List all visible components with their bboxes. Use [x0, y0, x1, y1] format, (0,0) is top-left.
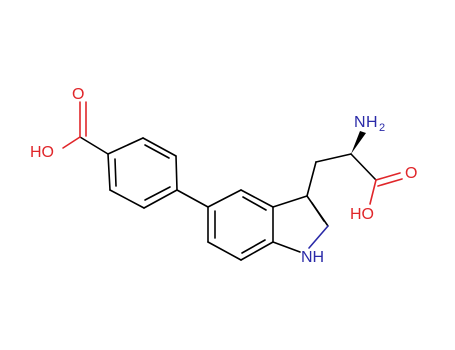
amino-acid-side-chain: [306, 131, 403, 205]
indole-pyrrole-ring: [272, 195, 329, 253]
indole-benzene-ring: [207, 189, 274, 261]
left-carboxyl: [62, 101, 109, 155]
benzoic-ring: [107, 137, 178, 209]
right-carbonyl-oxygen-label: O: [405, 165, 417, 182]
right-hydroxyl-label: HO: [350, 206, 374, 223]
amine-hydrogen-label: H: [366, 114, 378, 131]
amine-subscript-label: 2: [379, 122, 385, 134]
biaryl-bond: [176, 189, 209, 208]
left-carbonyl-oxygen-label: O: [72, 86, 84, 103]
amine-nitrogen-label: N: [354, 114, 366, 131]
left-hydroxyl-label: HO: [30, 144, 54, 161]
indole-nh-label: NH: [301, 249, 324, 266]
